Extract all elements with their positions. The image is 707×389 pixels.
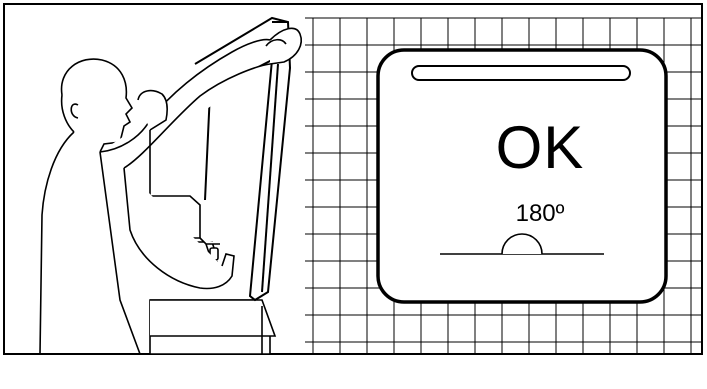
status-text: OK: [440, 118, 640, 178]
display-panel-slot: [412, 66, 630, 80]
angle-text: 180º: [460, 200, 620, 228]
vanity-cabinet: [150, 300, 275, 354]
